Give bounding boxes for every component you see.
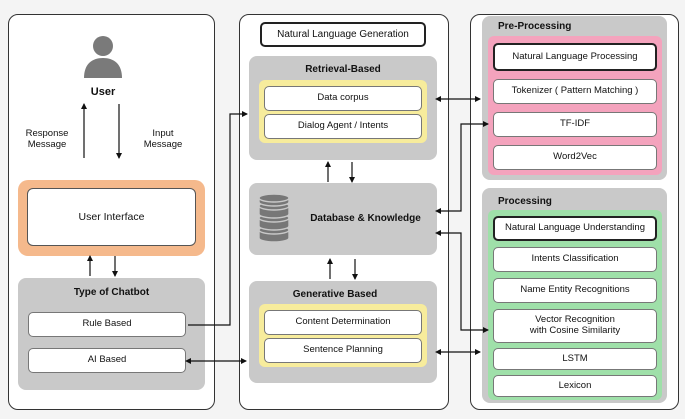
user-label: User xyxy=(90,86,116,98)
word2vec-box[interactable]: Word2Vec xyxy=(493,145,657,170)
tokenizer-box[interactable]: Tokenizer ( Pattern Matching ) xyxy=(493,79,657,104)
preprocessing-title: Pre-Processing xyxy=(498,21,572,32)
user-avatar-icon xyxy=(84,36,122,78)
data-corpus-box[interactable]: Data corpus xyxy=(264,86,422,111)
nlp-box[interactable]: Natural Language Processing xyxy=(493,43,657,71)
input-message-label: Input Message xyxy=(143,128,183,151)
processing-title: Processing xyxy=(498,196,552,207)
lexicon-box[interactable]: Lexicon xyxy=(493,375,657,397)
retrieval-title: Retrieval-Based xyxy=(305,64,381,75)
intents-classification-box[interactable]: Intents Classification xyxy=(493,247,657,272)
nlu-box[interactable]: Natural Language Understanding xyxy=(493,216,657,241)
lstm-box[interactable]: LSTM xyxy=(493,348,657,370)
rule-based-box[interactable]: Rule Based xyxy=(28,312,186,337)
user-interface-box[interactable]: User Interface xyxy=(27,188,196,246)
vector-recognition-box[interactable]: Vector Recognition with Cosine Similarit… xyxy=(493,309,657,343)
response-message-label: Response Message xyxy=(25,128,69,151)
content-determination-box[interactable]: Content Determination xyxy=(264,310,422,335)
tf-idf-box[interactable]: TF-IDF xyxy=(493,112,657,137)
ai-based-box[interactable]: AI Based xyxy=(28,348,186,373)
sentence-planning-box[interactable]: Sentence Planning xyxy=(264,338,422,363)
nlg-title-box: Natural Language Generation xyxy=(260,22,426,47)
chatbot-type-title: Type of Chatbot xyxy=(73,287,150,298)
generative-title: Generative Based xyxy=(292,289,378,300)
database-label: Database & Knowledge xyxy=(310,213,421,224)
name-entity-box[interactable]: Name Entity Recognitions xyxy=(493,278,657,303)
dialog-agent-box[interactable]: Dialog Agent / Intents xyxy=(264,114,422,139)
database-icon xyxy=(258,194,290,242)
